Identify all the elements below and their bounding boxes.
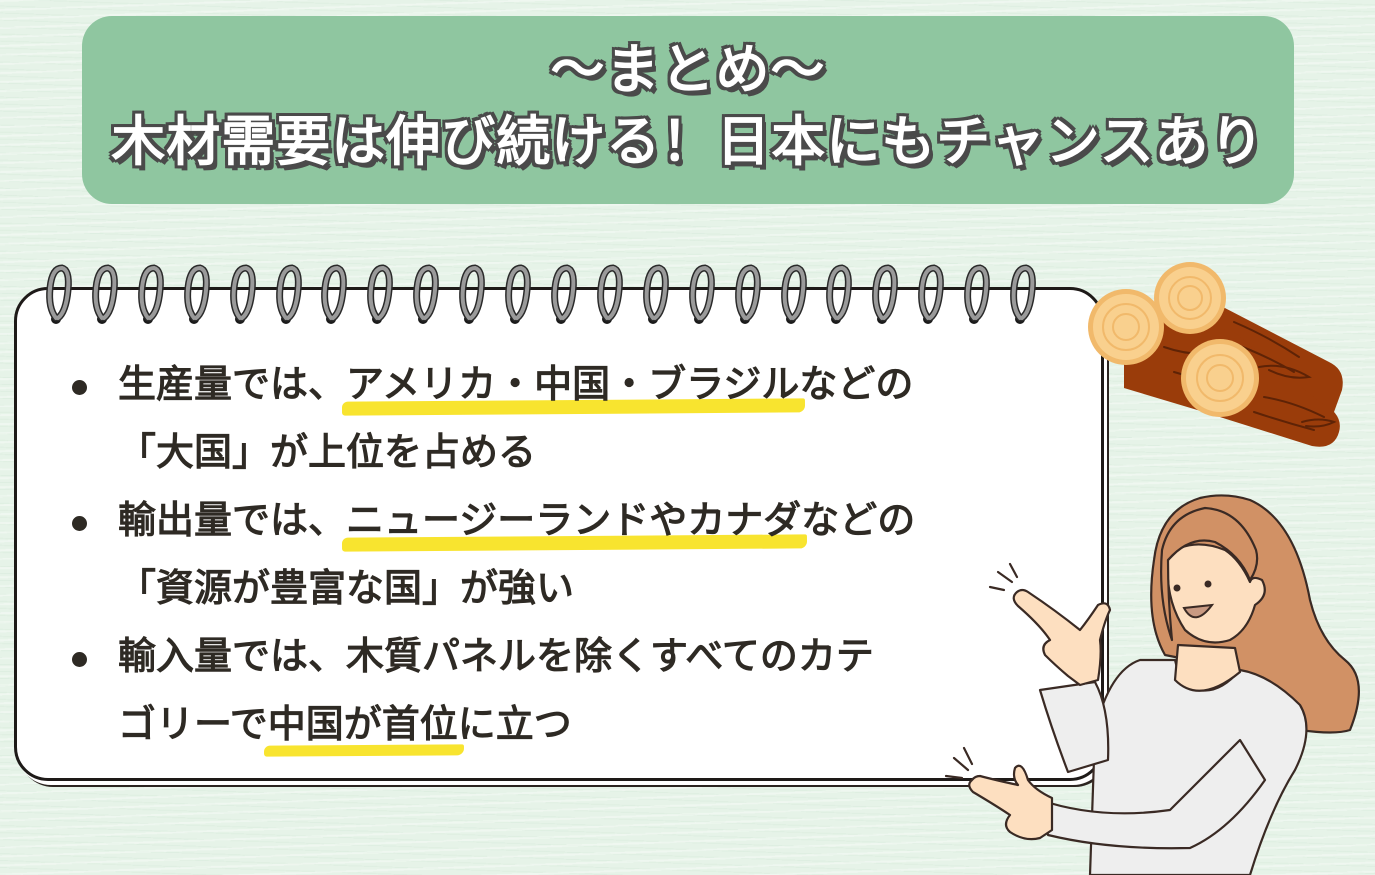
- spiral-ring-icon: [549, 262, 595, 328]
- spiral-ring-icon: [916, 262, 962, 328]
- text: に立つ: [457, 701, 572, 746]
- spiral-ring-icon: [503, 262, 549, 328]
- list-item-line: 輸出量では、ニュージーランドやカナダなどの: [118, 486, 1032, 554]
- bullet-icon: [72, 516, 87, 531]
- spiral-ring-icon: [136, 262, 182, 328]
- spiral-ring-icon: [733, 262, 779, 328]
- wood-logs-illustration: [1084, 262, 1354, 456]
- summary-list: 生産量では、アメリカ・中国・ブラジルなどの 「大国」が上位を占める 輸出量では、…: [72, 350, 1032, 758]
- list-item: 輸入量では、木質パネルを除くすべてのカテ ゴリーで中国が首位に立つ: [72, 622, 1032, 758]
- text: ゴリーで: [118, 701, 268, 746]
- spiral-ring-icon: [1008, 262, 1054, 328]
- logs-icon: [1088, 262, 1343, 447]
- highlight-text: 中国が首位: [267, 701, 458, 746]
- list-item: 輸出量では、ニュージーランドやカナダなどの 「資源が豊富な国」が強い: [72, 486, 1032, 622]
- spiral-ring-icon: [411, 262, 457, 328]
- highlight-text: アメリカ・中国・ブラジル: [346, 361, 800, 406]
- list-item-line: 輸入量では、木質パネルを除くすべてのカテ: [118, 633, 874, 678]
- woman-pointing-illustration: [940, 480, 1375, 875]
- highlight-text: ニュージーランドやカナダ: [346, 497, 802, 542]
- spiral-ring-icon: [457, 262, 503, 328]
- spiral-ring-icon: [962, 262, 1008, 328]
- list-item-line: 生産量では、アメリカ・中国・ブラジルなどの: [118, 350, 1032, 418]
- spiral-ring-icon: [779, 262, 825, 328]
- banner-subtitle: ～まとめ～: [550, 38, 826, 101]
- bullet-icon: [72, 652, 87, 667]
- spiral-ring-icon: [44, 262, 90, 328]
- text: などの: [801, 497, 916, 542]
- spiral-ring-icon: [870, 262, 916, 328]
- text: などの: [799, 361, 914, 406]
- spiral-ring-icon: [182, 262, 228, 328]
- spiral-ring-icon: [595, 262, 641, 328]
- spiral-ring-icon: [365, 262, 411, 328]
- spiral-ring-icon: [90, 262, 136, 328]
- spiral-ring-icon: [274, 262, 320, 328]
- spiral-ring-icon: [641, 262, 687, 328]
- spiral-ring-icon: [687, 262, 733, 328]
- list-item-line: ゴリーで中国が首位に立つ: [118, 690, 1032, 758]
- text: 生産量では、: [118, 361, 347, 406]
- list-item-line: 「資源が豊富な国」が強い: [118, 565, 575, 610]
- list-item-line: 「大国」が上位を占める: [118, 429, 537, 474]
- text: 輸出量では、: [118, 497, 347, 542]
- spiral-ring-icon: [319, 262, 365, 328]
- bullet-icon: [72, 380, 87, 395]
- spiral-ring-icon: [824, 262, 870, 328]
- person-icon: [944, 494, 1360, 875]
- banner-title: 木材需要は伸び続ける！日本にもチャンスあり: [111, 110, 1265, 173]
- title-banner: ～まとめ～ 木材需要は伸び続ける！日本にもチャンスあり: [82, 16, 1294, 204]
- spiral-binding: [44, 262, 1054, 328]
- spiral-ring-icon: [228, 262, 274, 328]
- list-item: 生産量では、アメリカ・中国・ブラジルなどの 「大国」が上位を占める: [72, 350, 1032, 486]
